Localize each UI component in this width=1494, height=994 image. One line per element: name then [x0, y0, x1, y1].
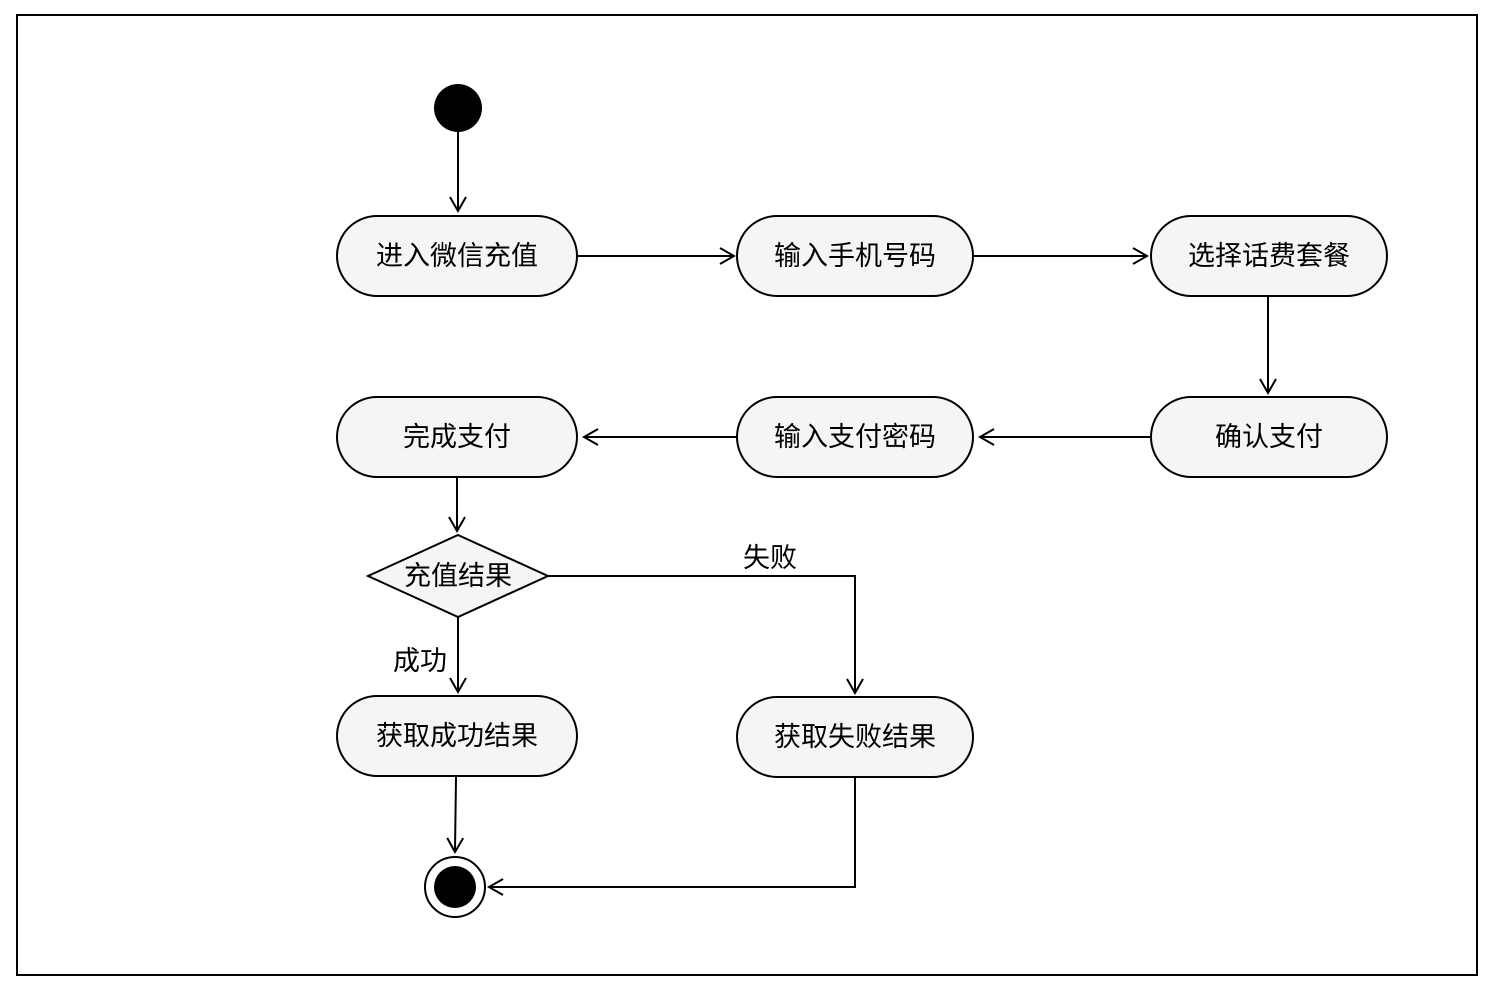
edge-decision-failure-branch — [548, 575, 864, 696]
edge-label-success: 成功 — [393, 646, 447, 676]
action-node-enter-recharge: 进入微信充值 — [336, 215, 578, 297]
action-node-label: 获取失败结果 — [774, 722, 936, 752]
initial-node-circle — [434, 84, 482, 132]
decision-node-shape — [365, 533, 551, 619]
action-node-get-success-result: 获取成功结果 — [336, 695, 578, 777]
action-node-shape — [736, 396, 974, 478]
edges-layer: 成功 失败 — [393, 132, 1277, 896]
action-node-complete-payment: 完成支付 — [336, 396, 578, 478]
diagram-frame — [16, 14, 1478, 976]
action-node-enter-password: 输入支付密码 — [736, 396, 974, 478]
action-node-label: 输入支付密码 — [774, 422, 936, 452]
decision-node-recharge-result: 充值结果 — [365, 533, 551, 619]
decision-node-label: 充值结果 — [404, 561, 512, 591]
edge-success-result-to-end — [446, 776, 465, 855]
action-node-shape — [336, 396, 578, 478]
edge-failure-result-to-end — [486, 777, 856, 896]
action-node-enter-phone: 输入手机号码 — [736, 215, 974, 297]
action-node-shape — [336, 695, 578, 777]
action-node-label: 输入手机号码 — [774, 241, 936, 271]
action-node-label: 进入微信充值 — [376, 241, 538, 271]
action-node-select-plan: 选择话费套餐 — [1150, 215, 1388, 297]
action-node-shape — [1150, 215, 1388, 297]
final-node-inner-circle — [434, 866, 476, 908]
action-node-shape — [736, 696, 974, 778]
initial-node — [434, 84, 482, 132]
action-node-confirm-payment: 确认支付 — [1150, 396, 1388, 478]
action-node-label: 获取成功结果 — [376, 721, 538, 751]
action-node-shape — [1150, 396, 1388, 478]
action-node-shape — [336, 215, 578, 297]
edge-label-failure: 失败 — [743, 543, 797, 573]
action-node-label: 选择话费套餐 — [1188, 241, 1350, 271]
action-node-label: 确认支付 — [1215, 422, 1323, 452]
action-node-get-failure-result: 获取失败结果 — [736, 696, 974, 778]
final-node — [424, 856, 486, 918]
action-node-shape — [736, 215, 974, 297]
action-node-label: 完成支付 — [403, 422, 511, 452]
